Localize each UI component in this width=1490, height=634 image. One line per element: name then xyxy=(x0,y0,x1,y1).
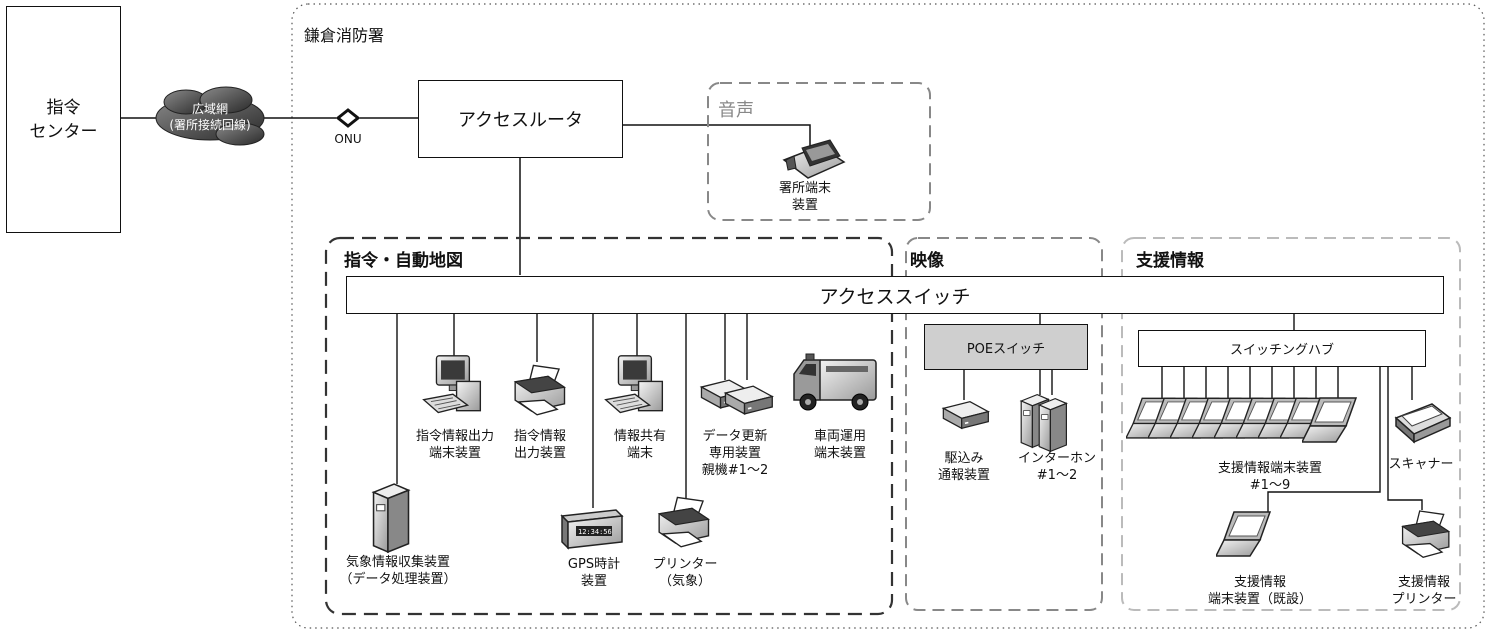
onu-label: ONU xyxy=(334,132,362,146)
station-boundary xyxy=(291,3,1485,629)
poe-switch-label: POEスイッチ xyxy=(966,341,1046,357)
support-printer-label: 支援情報 プリンター xyxy=(1391,575,1457,607)
intercom-label: インターホン #1～2 xyxy=(1017,451,1096,483)
command-center-box: 指令 センター xyxy=(6,6,121,233)
svg-text:12:34:56: 12:34:56 xyxy=(578,528,612,536)
command-map-title: 指令・自動地図 xyxy=(344,251,463,271)
vehicle-terminal-label: 車両運用 端末装置 xyxy=(813,429,866,461)
voice-terminal-label: 署所端末 装置 xyxy=(778,181,831,213)
gps-clock-icon: 12:34:56 xyxy=(560,509,624,550)
wan-label: 広域網 (署所接続回線) xyxy=(169,102,251,132)
support-terminals-label: 支援情報端末装置 #1～9 xyxy=(1217,461,1322,493)
access-router-box: アクセスルータ xyxy=(418,80,623,158)
access-switch-box: アクセススイッチ xyxy=(346,276,1444,314)
scanner-label: スキャナー xyxy=(1388,457,1454,472)
office-terminal-icon xyxy=(782,139,846,179)
data-update-device-label: データ更新 専用装置 親機#1～2 xyxy=(701,429,769,478)
access-switch-label: アクセススイッチ xyxy=(819,285,971,308)
scanner-icon xyxy=(1394,403,1452,444)
intercom-2-icon xyxy=(1038,397,1068,453)
weather-printer-label: プリンター （気象） xyxy=(652,557,718,589)
cmd-output-printer-icon xyxy=(514,364,566,416)
voice-group xyxy=(707,82,931,221)
switching-hub-box: スイッチングハブ xyxy=(1138,330,1426,367)
voice-title: 音声 xyxy=(718,100,754,121)
weather-server-label: 気象情報収集装置 （データ処理装置） xyxy=(339,555,457,587)
existing-support-terminal-icon xyxy=(1216,511,1271,557)
info-share-terminal-label: 情報共有 端末 xyxy=(613,429,666,461)
support-printer-icon xyxy=(1401,510,1450,558)
video-group xyxy=(905,237,1103,611)
existing-support-terminal-label: 支援情報 端末装置（既設） xyxy=(1207,575,1312,607)
onu-icon xyxy=(335,108,361,128)
cmd-output-terminal-icon xyxy=(422,355,482,414)
command-map-group xyxy=(324,236,894,616)
cmd-output-device-label: 指令情報 出力装置 xyxy=(513,429,566,461)
support-group xyxy=(1121,237,1461,611)
support-title: 支援情報 xyxy=(1136,251,1204,271)
switching-hub-label: スイッチングハブ xyxy=(1229,343,1334,358)
station-title: 鎌倉消防署 xyxy=(304,26,385,45)
info-share-pc-icon xyxy=(604,355,664,414)
wan-cloud-icon xyxy=(155,86,265,146)
cmd-output-terminal-label: 指令情報出力 端末装置 xyxy=(415,429,494,461)
poe-switch-box: POEスイッチ xyxy=(924,324,1088,370)
support-terminals-icons xyxy=(1126,397,1357,443)
weather-printer-icon xyxy=(658,496,710,548)
weather-server-icon xyxy=(372,483,410,553)
walkin-report-label: 駆込み 通報装置 xyxy=(937,451,990,483)
fire-truck-icon xyxy=(793,353,877,411)
walkin-report-device-icon xyxy=(942,400,990,430)
command-center-label: 指令 センター xyxy=(29,97,98,142)
access-router-label: アクセスルータ xyxy=(457,110,584,131)
gps-clock-label: GPS時計 装置 xyxy=(567,557,621,589)
video-title: 映像 xyxy=(910,251,944,271)
